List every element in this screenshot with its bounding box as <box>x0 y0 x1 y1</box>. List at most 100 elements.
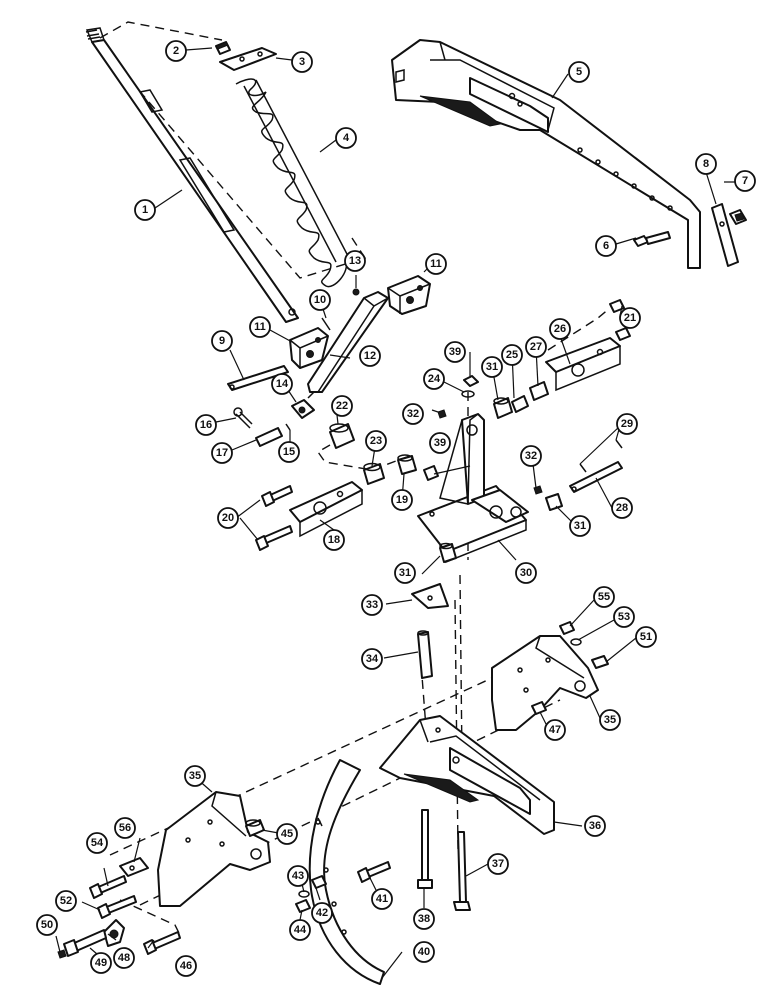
callout-25: 25 <box>501 344 523 366</box>
callout-45: 45 <box>276 823 298 845</box>
pin-9 <box>227 365 289 391</box>
svg-text:31: 31 <box>574 520 586 532</box>
svg-text:6: 6 <box>603 240 609 252</box>
svg-text:13: 13 <box>349 255 361 267</box>
svg-text:24: 24 <box>428 373 441 385</box>
side-plate-35-left <box>157 791 271 907</box>
svg-text:9: 9 <box>219 335 225 347</box>
callout-42: 42 <box>311 902 333 924</box>
plate-8 <box>711 203 739 267</box>
callout-7: 7 <box>734 170 756 192</box>
long-bolt-37 <box>453 831 471 911</box>
svg-text:27: 27 <box>530 341 542 353</box>
callout-48: 48 <box>113 947 135 969</box>
callout-10: 10 <box>309 289 331 311</box>
pin-10 <box>321 317 331 331</box>
callout-23: 23 <box>365 430 387 452</box>
pin-28 <box>569 461 623 493</box>
svg-text:20: 20 <box>222 512 234 524</box>
side-plate-35-right <box>491 635 599 731</box>
svg-text:7: 7 <box>742 175 748 187</box>
nut-42 <box>311 875 327 889</box>
callout-34: 34 <box>361 648 383 670</box>
svg-text:51: 51 <box>640 631 652 643</box>
callout-41: 41 <box>371 888 393 910</box>
callout-2: 2 <box>165 40 187 62</box>
square-tube-12 <box>307 291 389 393</box>
callout-31-right: 31 <box>569 515 591 537</box>
svg-text:42: 42 <box>316 907 328 919</box>
bushing-31-upper <box>493 397 513 419</box>
callout-1: 1 <box>134 199 156 221</box>
callout-3: 3 <box>291 51 313 73</box>
svg-text:4: 4 <box>343 132 350 144</box>
callout-11-left: 11 <box>249 316 271 338</box>
callout-37: 37 <box>487 853 509 875</box>
svg-text:38: 38 <box>418 913 430 925</box>
svg-text:23: 23 <box>370 435 382 447</box>
svg-text:16: 16 <box>200 419 212 431</box>
callout-53: 53 <box>613 606 635 628</box>
callout-12: 12 <box>359 345 381 367</box>
callout-39-upper: 39 <box>444 341 466 363</box>
svg-text:14: 14 <box>276 378 289 390</box>
callout-9: 9 <box>211 330 233 352</box>
pin-34 <box>417 630 433 679</box>
nut-21-lower <box>615 327 631 341</box>
nut-39-upper <box>463 375 479 387</box>
svg-text:48: 48 <box>118 952 130 964</box>
bushing-31-lower <box>439 542 457 563</box>
nut-44 <box>295 899 311 913</box>
svg-text:28: 28 <box>616 502 628 514</box>
callout-22: 22 <box>331 395 353 417</box>
callout-4: 4 <box>335 127 357 149</box>
callout-13: 13 <box>344 250 366 272</box>
svg-text:8: 8 <box>703 158 709 170</box>
callout-31-upper: 31 <box>481 356 503 378</box>
callout-21: 21 <box>619 307 641 329</box>
svg-text:5: 5 <box>576 66 582 78</box>
callout-14: 14 <box>271 373 293 395</box>
beam-bracket-5 <box>391 39 701 269</box>
block-11-left <box>289 327 329 369</box>
callout-24: 24 <box>423 368 445 390</box>
curved-shank-40 <box>308 759 385 985</box>
grease-fitting-32-right <box>533 485 543 495</box>
leader-lines <box>55 47 744 979</box>
lower-beam-36 <box>379 715 555 835</box>
callout-36: 36 <box>584 815 606 837</box>
bushing-22 <box>329 423 355 449</box>
callout-55: 55 <box>593 586 615 608</box>
svg-text:12: 12 <box>364 350 376 362</box>
svg-text:52: 52 <box>60 895 72 907</box>
svg-text:35: 35 <box>604 714 616 726</box>
callout-43: 43 <box>287 865 309 887</box>
callout-46: 46 <box>175 955 197 977</box>
callout-47: 47 <box>544 719 566 741</box>
svg-text:44: 44 <box>294 924 307 936</box>
callout-30: 30 <box>515 562 537 584</box>
nut-13 <box>352 288 360 296</box>
callout-29: 29 <box>616 413 638 435</box>
svg-text:56: 56 <box>119 822 131 834</box>
plate-26 <box>545 337 621 392</box>
svg-text:17: 17 <box>216 447 228 459</box>
svg-text:29: 29 <box>621 418 633 430</box>
svg-text:31: 31 <box>399 567 411 579</box>
callout-56: 56 <box>114 817 136 839</box>
bolt-46 <box>143 931 181 955</box>
svg-text:33: 33 <box>366 599 378 611</box>
clip-29 <box>579 439 623 473</box>
callout-32-right: 32 <box>520 445 542 467</box>
nut-7 <box>729 209 747 225</box>
callout-50: 50 <box>36 914 58 936</box>
svg-text:32: 32 <box>407 408 419 420</box>
bolt-49 <box>63 929 107 957</box>
callout-35-left: 35 <box>184 765 206 787</box>
svg-text:55: 55 <box>598 591 610 603</box>
bushing-31-right <box>545 493 563 511</box>
callout-27: 27 <box>525 336 547 358</box>
block-11-right <box>387 275 431 315</box>
clip-15 <box>285 423 291 431</box>
bearing-48 <box>103 919 125 947</box>
